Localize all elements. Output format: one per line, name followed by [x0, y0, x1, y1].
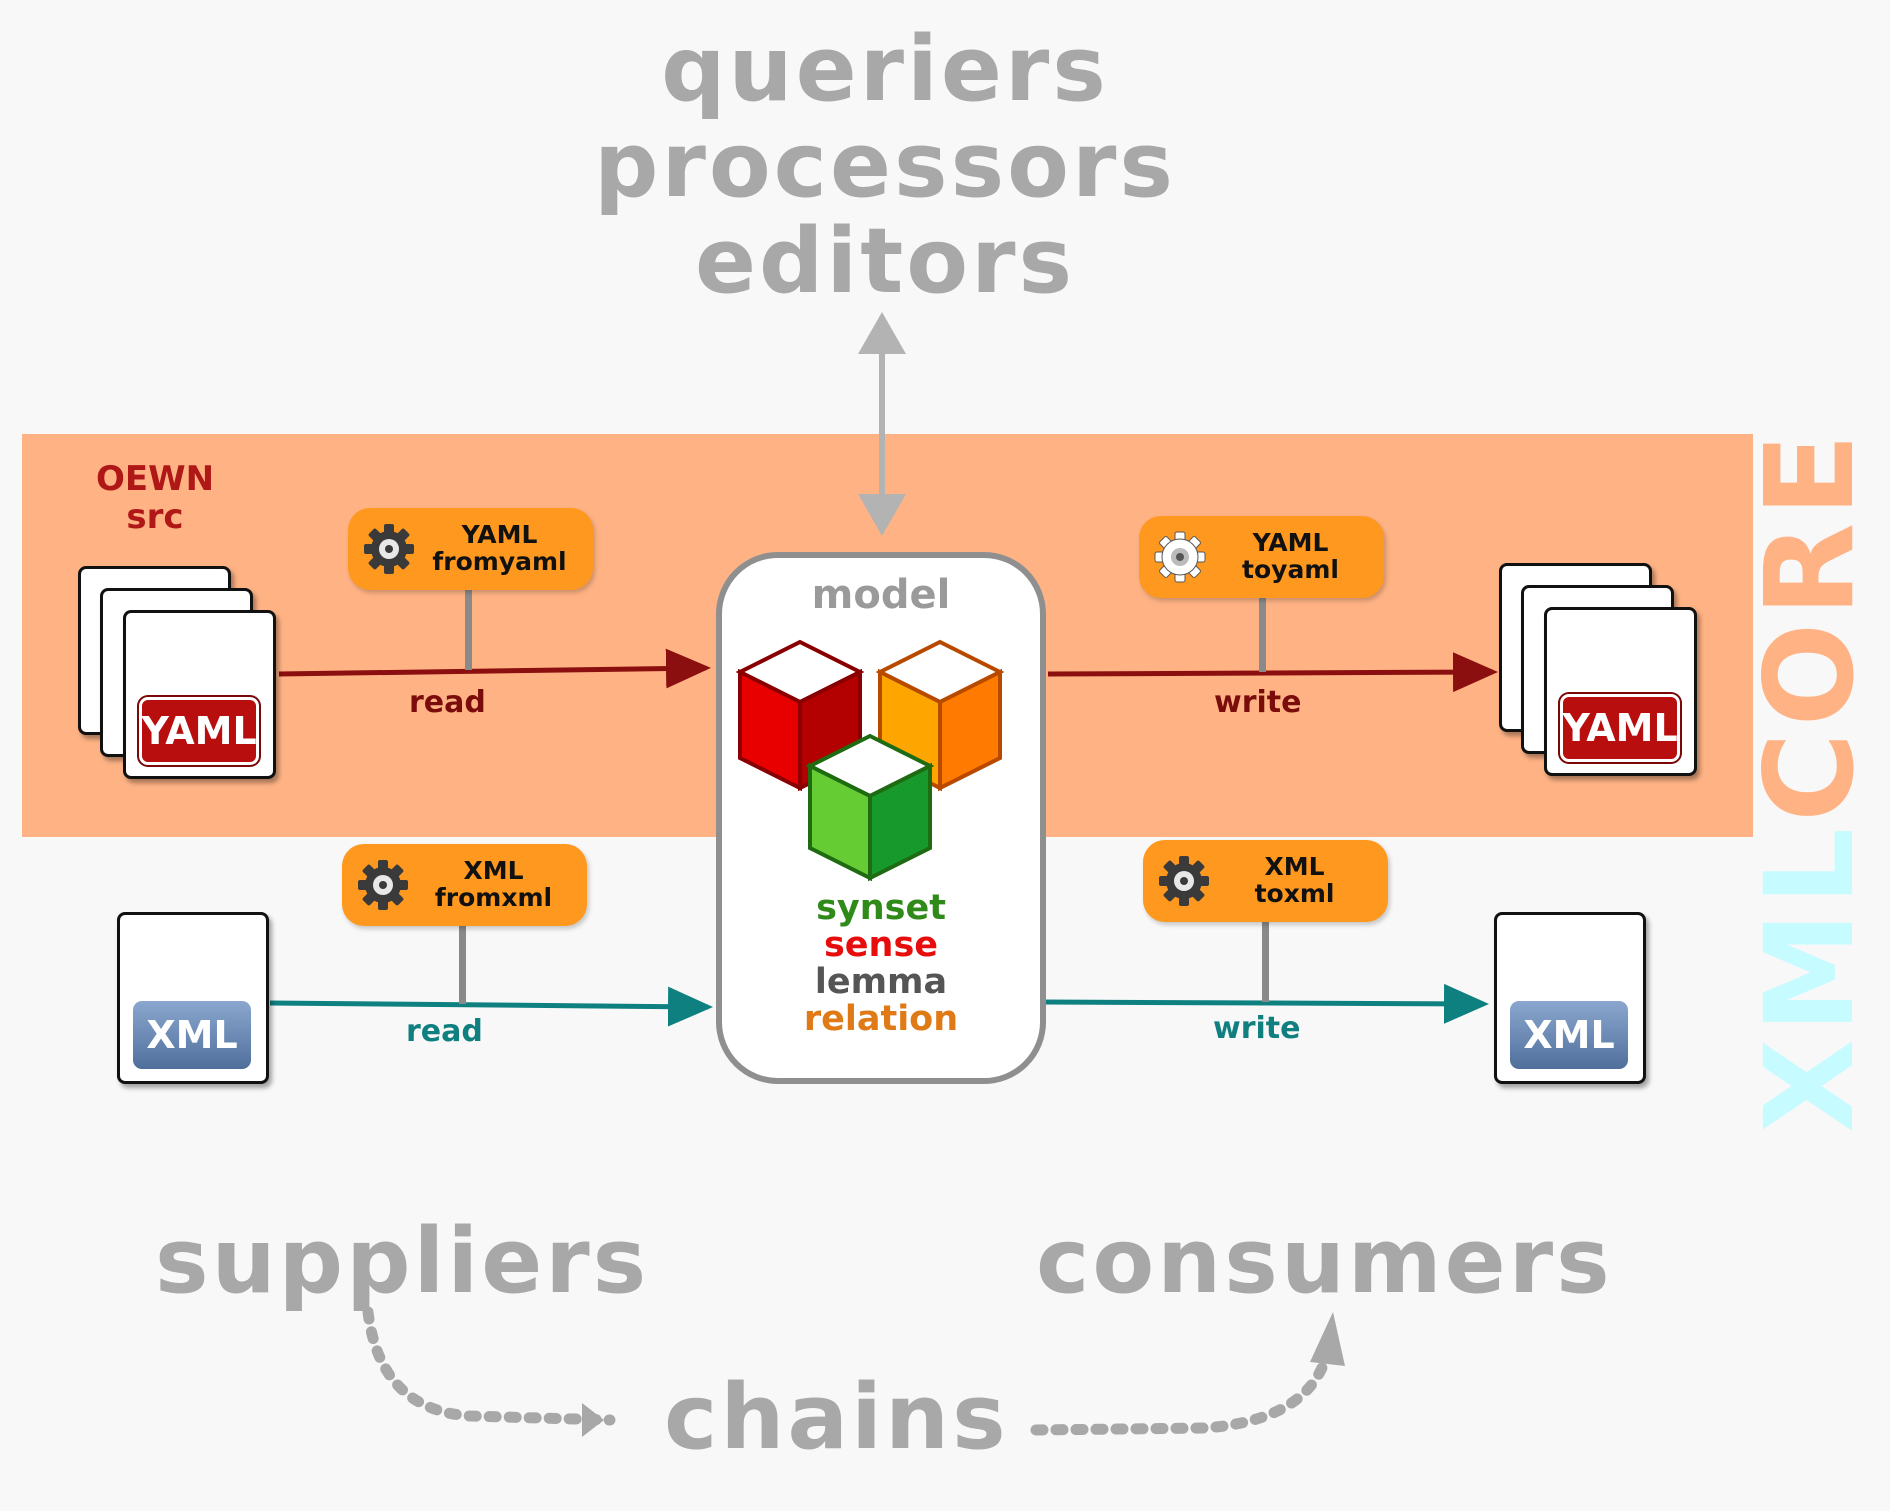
- src-label: src: [126, 497, 184, 537]
- toyaml-name: toyaml: [1242, 555, 1339, 584]
- oewn-label: OEWN: [95, 459, 215, 499]
- yaml-read-arrow: [278, 648, 711, 689]
- yaml-source-doc[interactable]: YAML: [123, 610, 276, 779]
- toxml-stem: [1262, 920, 1269, 1002]
- model-title: model: [811, 572, 951, 618]
- fromxml-format: XML: [463, 856, 524, 885]
- xml-read-label: read: [406, 1014, 483, 1049]
- chain-consumers-arrowhead: [1310, 1312, 1345, 1366]
- gear-icon: [1159, 856, 1209, 906]
- orange-cube: [875, 639, 1005, 792]
- xml-write-arrow: [1041, 983, 1489, 1024]
- top-label-editors: editors: [694, 209, 1076, 314]
- tool-fromyaml[interactable]: YAML fromyaml: [348, 508, 593, 590]
- toyaml-format: YAML: [1252, 528, 1329, 557]
- model-item-sense: sense: [823, 925, 939, 965]
- xml-read-arrow: [269, 986, 713, 1027]
- model-item-relation: relation: [803, 999, 959, 1039]
- fromxml-stem: [459, 924, 466, 1004]
- yaml-write-label: write: [1214, 685, 1302, 720]
- gear-icon: [358, 860, 408, 910]
- chains-label: chains: [664, 1365, 1009, 1470]
- xml-source-doc[interactable]: XML: [117, 912, 269, 1084]
- xml-output-badge: XML: [1510, 1001, 1628, 1069]
- yaml-output-doc[interactable]: YAML: [1544, 607, 1697, 776]
- suppliers-chain-arrow: [362, 1306, 616, 1426]
- yaml-read-label: read: [409, 685, 486, 720]
- fromyaml-stem: [465, 586, 472, 670]
- suppliers-label: suppliers: [155, 1209, 650, 1314]
- toxml-format: XML: [1264, 852, 1325, 881]
- fromxml-name: fromxml: [434, 883, 553, 912]
- toxml-name: toxml: [1254, 879, 1335, 908]
- xml-output-doc[interactable]: XML: [1494, 912, 1646, 1084]
- green-cube: [805, 733, 935, 882]
- tool-toxml[interactable]: XML toxml: [1143, 840, 1388, 922]
- gear-icon: [364, 524, 414, 574]
- top-label-queriers: queriers: [661, 17, 1109, 122]
- model-cubes-icon: [735, 639, 1005, 882]
- tool-fromxml[interactable]: XML fromxml: [342, 844, 587, 926]
- gear-icon: [1154, 531, 1206, 583]
- fromyaml-name: fromyaml: [432, 547, 567, 576]
- yaml-source-badge: YAML: [139, 697, 259, 765]
- model-item-synset: synset: [816, 888, 946, 928]
- xml-write-label: write: [1213, 1011, 1301, 1046]
- xml-source-badge: XML: [133, 1001, 251, 1069]
- top-label-processors: processors: [594, 113, 1176, 218]
- suppliers-chain-arrowhead: [582, 1403, 604, 1437]
- consumers-label: consumers: [1036, 1209, 1613, 1314]
- yaml-output-badge: YAML: [1560, 694, 1680, 762]
- fromyaml-format: YAML: [461, 520, 538, 549]
- toyaml-stem: [1259, 596, 1266, 672]
- chain-consumers-arrow: [1030, 1344, 1334, 1436]
- yaml-write-arrow: [1047, 652, 1498, 693]
- model-item-lemma: lemma: [814, 962, 948, 1002]
- oewn-src-label: OEWN src: [80, 460, 230, 536]
- tool-toyaml[interactable]: YAML toyaml: [1139, 516, 1384, 598]
